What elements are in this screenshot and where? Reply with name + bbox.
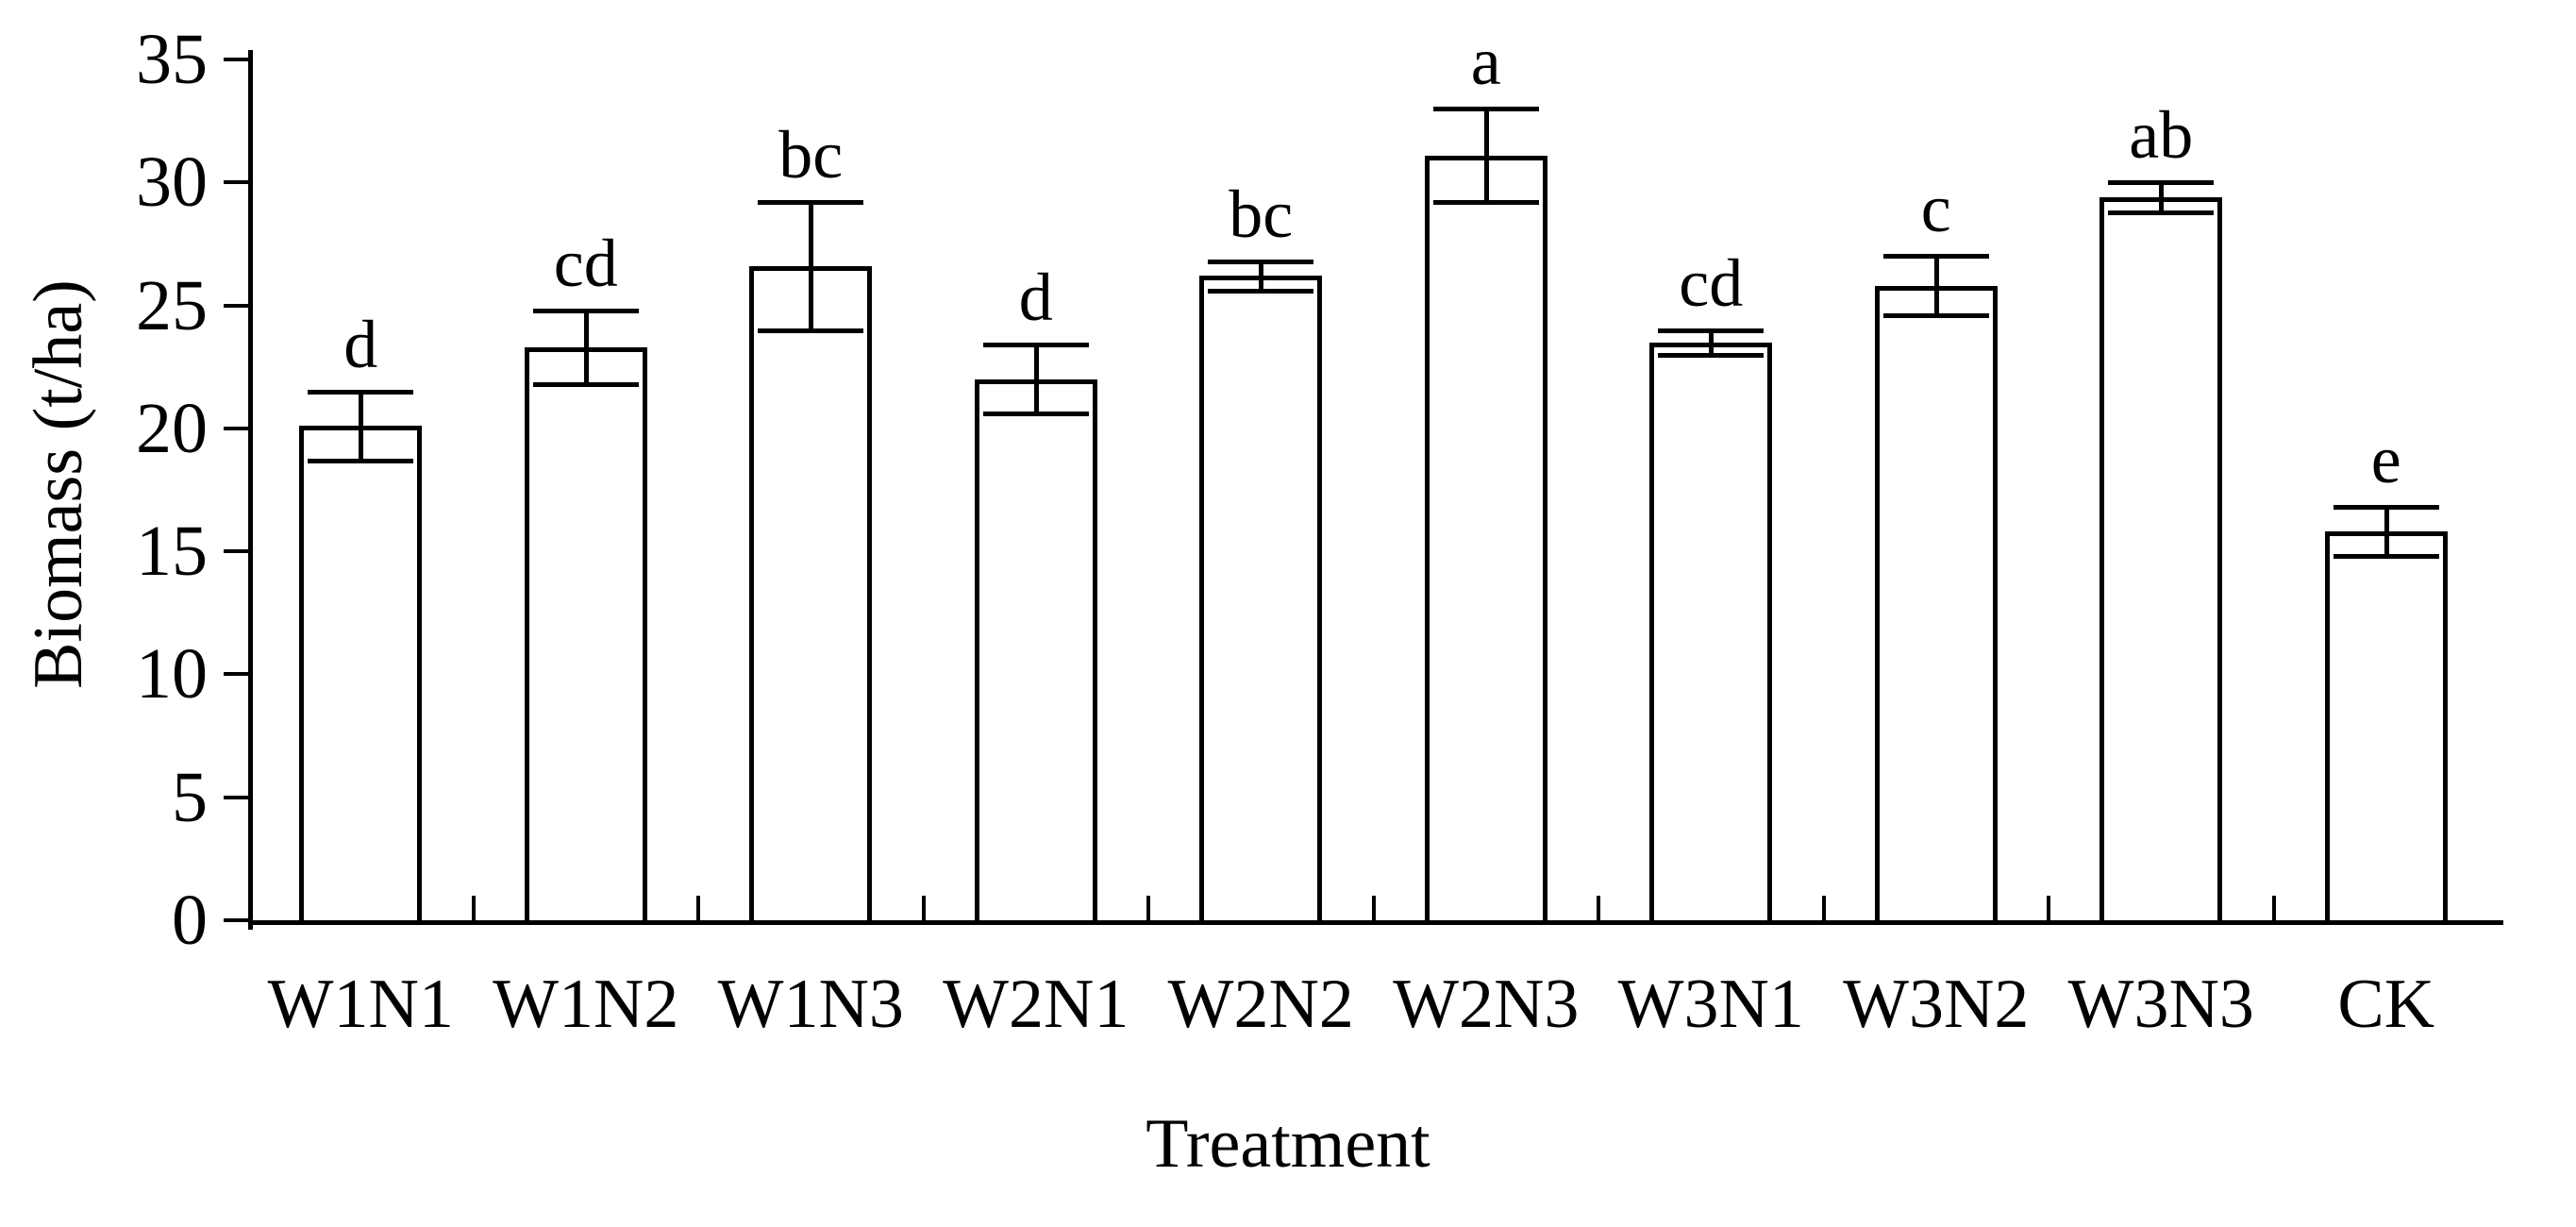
error-bar-cap-lower <box>758 328 864 333</box>
bar <box>299 426 423 920</box>
y-axis-tick <box>224 549 248 554</box>
significance-letter: cd <box>553 225 618 301</box>
error-bar-cap-lower <box>2333 554 2439 560</box>
y-axis-tick <box>224 918 248 922</box>
x-axis-tick <box>2271 896 2276 920</box>
x-axis-tick-label: W2N3 <box>1393 966 1580 1043</box>
y-axis-tick <box>224 426 248 430</box>
significance-letter: cd <box>1679 244 1744 321</box>
y-axis-tick-label: 0 <box>172 881 208 960</box>
x-axis-tick-label: W1N3 <box>717 966 904 1043</box>
y-axis-tick-label: 25 <box>136 265 208 345</box>
x-axis-tick <box>1597 896 1600 920</box>
error-bar-cap-upper <box>532 308 639 313</box>
error-bar-cap-lower <box>2108 210 2215 215</box>
bar <box>2324 531 2448 920</box>
error-bar-stem <box>359 391 364 461</box>
x-axis-title: Treatment <box>1146 1105 1430 1183</box>
error-bar-cap-upper <box>308 389 414 395</box>
y-axis-tick <box>224 672 248 677</box>
x-axis-tick-label: W1N1 <box>267 966 454 1043</box>
error-bar-cap-lower <box>1432 200 1539 206</box>
y-axis-tick-label: 10 <box>136 634 208 714</box>
y-axis-line <box>248 50 253 930</box>
error-bar-stem <box>1933 256 1939 315</box>
y-axis-tick <box>224 180 248 185</box>
y-axis-tick <box>224 58 248 61</box>
x-axis-tick <box>696 896 700 920</box>
significance-letter: d <box>1018 260 1053 336</box>
y-axis-tick-label: 5 <box>172 757 208 837</box>
error-bar-cap-lower <box>308 458 414 463</box>
x-axis-tick-label: W3N1 <box>1617 966 1804 1043</box>
x-axis-tick-label: W3N2 <box>1843 966 2030 1043</box>
error-bar-cap-upper <box>2108 180 2215 186</box>
error-bar-stem <box>1709 329 1715 355</box>
plot-area: d cd bc d bc a cd c ab e <box>224 27 2503 930</box>
significance-letter: bc <box>1229 176 1294 252</box>
x-axis-tick <box>471 896 476 920</box>
x-axis-tick <box>1146 896 1150 920</box>
error-bar-cap-lower <box>982 412 1089 417</box>
x-axis-tick-label: W1N2 <box>493 966 679 1043</box>
error-bar-cap-upper <box>2333 505 2439 511</box>
error-bar-stem <box>2159 182 2165 212</box>
x-axis-line <box>248 920 2503 925</box>
x-axis-tick-label: W2N1 <box>943 966 1129 1043</box>
y-axis-tick <box>224 795 248 799</box>
x-axis-tick <box>1821 896 1826 920</box>
bar <box>974 378 1097 920</box>
bar <box>524 346 647 920</box>
significance-letter: a <box>1470 24 1501 100</box>
significance-letter: d <box>343 306 378 382</box>
y-axis-tick-label: 15 <box>136 512 208 592</box>
bar <box>1424 155 1547 920</box>
error-bar-stem <box>1033 345 1039 414</box>
y-axis-title: Biomass (t/ha) <box>20 279 97 689</box>
significance-letter: c <box>1920 171 1951 247</box>
error-bar-cap-upper <box>1208 259 1314 264</box>
error-bar-cap-lower <box>1882 312 1989 318</box>
x-axis-tick-label: W3N3 <box>2067 966 2254 1043</box>
bar <box>749 265 873 920</box>
error-bar-cap-upper <box>1882 254 1989 260</box>
x-axis-tick-label: CK <box>2337 966 2435 1043</box>
bar <box>1199 276 1323 920</box>
bar <box>2099 196 2223 920</box>
significance-letter: bc <box>778 117 844 193</box>
y-axis-tick-label: 20 <box>136 388 208 468</box>
error-bar-cap-lower <box>1658 352 1765 358</box>
y-axis-tick-label: 30 <box>136 143 208 223</box>
error-bar-cap-upper <box>1432 107 1539 112</box>
error-bar-cap-lower <box>1208 288 1314 294</box>
error-bar-cap-lower <box>532 381 639 387</box>
error-bar-cap-upper <box>758 200 864 206</box>
significance-letter: ab <box>2129 97 2194 174</box>
significance-letter: e <box>2370 422 2401 498</box>
x-axis-tick <box>921 896 926 920</box>
y-axis-tick-label: 35 <box>136 20 208 99</box>
error-bar-stem <box>1259 261 1264 291</box>
y-axis-tick <box>224 303 248 308</box>
error-bar-cap-upper <box>982 343 1089 348</box>
x-axis-tick <box>2047 896 2050 920</box>
error-bar-stem <box>1483 109 1489 203</box>
bar <box>1649 342 1773 920</box>
bar <box>1874 285 1998 920</box>
error-bar-cap-upper <box>1658 328 1765 333</box>
error-bar-stem <box>583 310 589 384</box>
error-bar-stem <box>809 202 814 330</box>
x-axis-tick <box>1371 896 1376 920</box>
error-bar-stem <box>2384 507 2389 557</box>
x-axis-tick-label: W2N2 <box>1167 966 1354 1043</box>
